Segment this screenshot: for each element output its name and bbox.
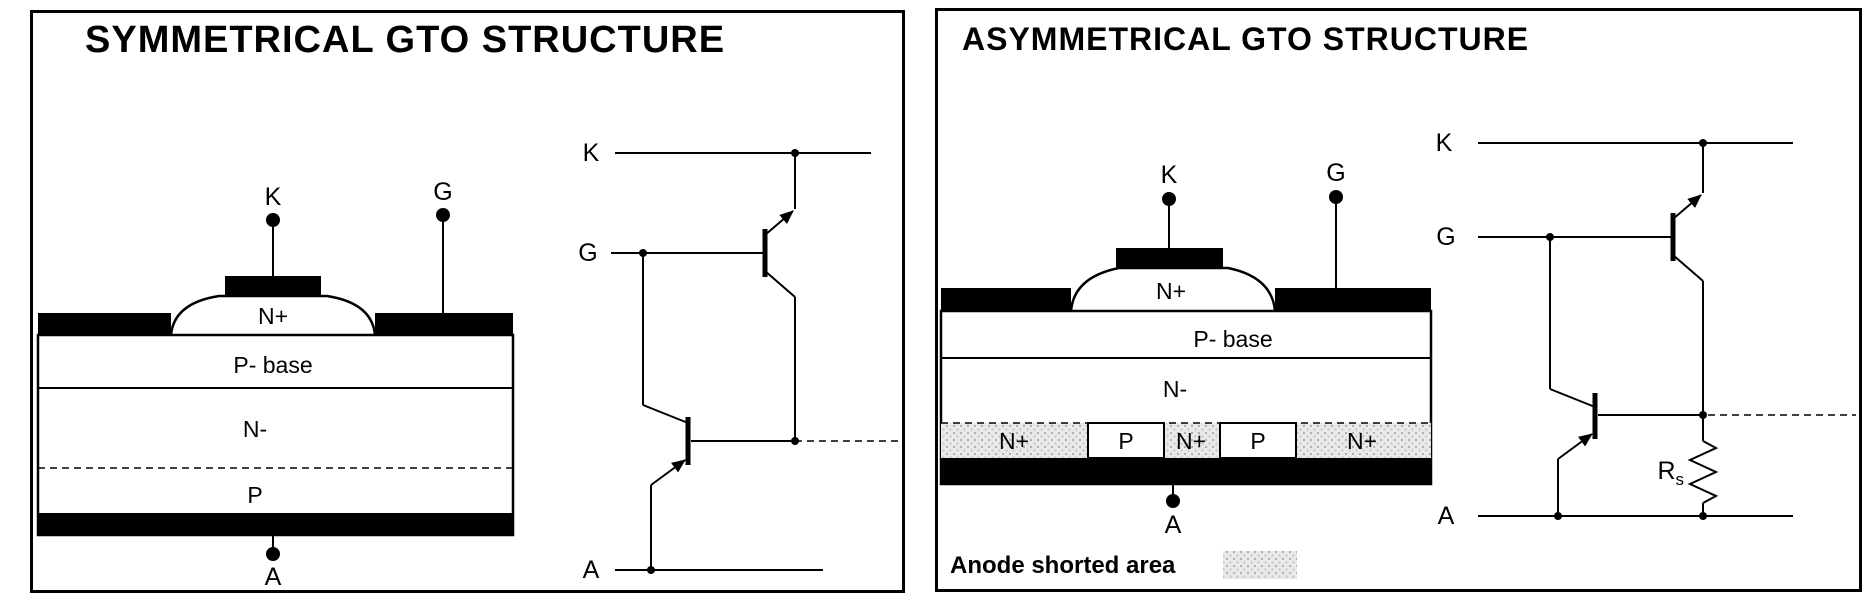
anode-metal — [38, 513, 513, 535]
legend-swatch — [1223, 551, 1297, 579]
p-base-layer-label: P- base — [1193, 326, 1272, 352]
anode-terminal-dot — [266, 547, 280, 561]
symmetrical-panel-title: SYMMETRICAL GTO STRUCTURE — [85, 19, 726, 61]
pnp-emitter-arrow — [650, 459, 686, 486]
asymmetrical-gto-panel: ASYMMETRICAL GTO STRUCTURE — [935, 8, 1862, 592]
resistor-label: Rs — [1657, 457, 1684, 489]
p-base-layer-label: P- base — [233, 352, 312, 378]
anode-terminal-dot — [1166, 494, 1180, 508]
circuit-anode-label: A — [583, 556, 600, 584]
npn-emitter-arrow — [1672, 194, 1702, 220]
p-anode-island-right — [1219, 422, 1297, 459]
anode-junction-dot — [647, 566, 655, 574]
anode-metal — [941, 458, 1431, 484]
npn-emitter-arrow — [764, 210, 794, 236]
cathode-terminal-dot — [1162, 192, 1176, 206]
symmetrical-equivalent-circuit: K G A — [578, 139, 901, 584]
gate-metal-left — [941, 288, 1071, 311]
pnp-collector-wire — [1549, 388, 1596, 408]
anode-shorted-legend: Anode shorted area — [950, 551, 1297, 579]
p-anode-island-left — [1087, 422, 1165, 459]
anode-short-resistor — [1687, 440, 1719, 504]
gate-terminal-label: G — [433, 178, 452, 206]
n-plus-layer-label: N+ — [258, 303, 288, 329]
circuit-cathode-label: K — [583, 139, 600, 167]
npn-collector-wire — [1672, 254, 1704, 282]
anode-terminal-label: A — [265, 563, 282, 590]
p-anode-layer-label: P — [247, 482, 262, 508]
cathode-terminal-label: K — [265, 183, 282, 211]
resistor-subscript: s — [1676, 470, 1685, 489]
anode-shorted-region — [941, 423, 1431, 458]
resistor-symbol: R — [1657, 457, 1675, 485]
cathode-terminal-label: K — [1161, 161, 1178, 189]
n-minus-layer-label: N- — [243, 416, 267, 442]
asymmetrical-panel-title: ASYMMETRICAL GTO STRUCTURE — [962, 21, 1530, 57]
gate-metal-right — [375, 313, 513, 335]
circuit-cathode-label: K — [1436, 129, 1453, 157]
gate-metal-left — [38, 313, 171, 335]
n-minus-layer-label: N- — [1163, 376, 1187, 402]
anode-terminal-label: A — [1165, 511, 1182, 539]
anode-junction-dot-right — [1699, 512, 1707, 520]
circuit-anode-label: A — [1438, 502, 1455, 530]
circuit-gate-label: G — [1436, 223, 1455, 251]
pnp-collector-wire — [642, 404, 689, 424]
asymmetrical-gto-diagram: K G N+ P- base N- N+ P N+ P N+ A Anode s… — [939, 129, 1856, 579]
cathode-metal — [1116, 248, 1223, 268]
anode-short-n-plus-label-1: N+ — [999, 428, 1029, 454]
anode-short-n-plus-label-2: N+ — [1176, 428, 1206, 454]
p-anode-island-label-1: P — [1118, 428, 1133, 454]
anode-junction-dot-left — [1554, 512, 1562, 520]
cathode-metal — [225, 276, 321, 296]
gate-metal-right — [1275, 288, 1431, 311]
symmetrical-gto-diagram: K G N+ P- base N- P A K — [36, 139, 901, 590]
p-anode-island-label-2: P — [1250, 428, 1265, 454]
asymmetrical-cross-section: K G N+ P- base N- N+ P N+ P N+ A — [939, 159, 1433, 539]
cathode-terminal-dot — [266, 213, 280, 227]
circuit-gate-label: G — [578, 239, 597, 267]
legend-label: Anode shorted area — [950, 552, 1176, 579]
pnp-emitter-arrow — [1557, 433, 1593, 460]
gate-terminal-label: G — [1326, 159, 1345, 187]
n-plus-layer-label: N+ — [1156, 278, 1186, 304]
npn-collector-wire — [764, 270, 796, 298]
symmetrical-cross-section: K G N+ P- base N- P A — [36, 178, 515, 590]
gate-terminal-dot — [436, 208, 450, 222]
asymmetrical-equivalent-circuit: K G — [1436, 129, 1856, 530]
anode-short-n-plus-label-3: N+ — [1347, 428, 1377, 454]
symmetrical-gto-panel: SYMMETRICAL GTO STRUCTURE K — [30, 10, 905, 593]
gate-terminal-dot — [1329, 190, 1343, 204]
